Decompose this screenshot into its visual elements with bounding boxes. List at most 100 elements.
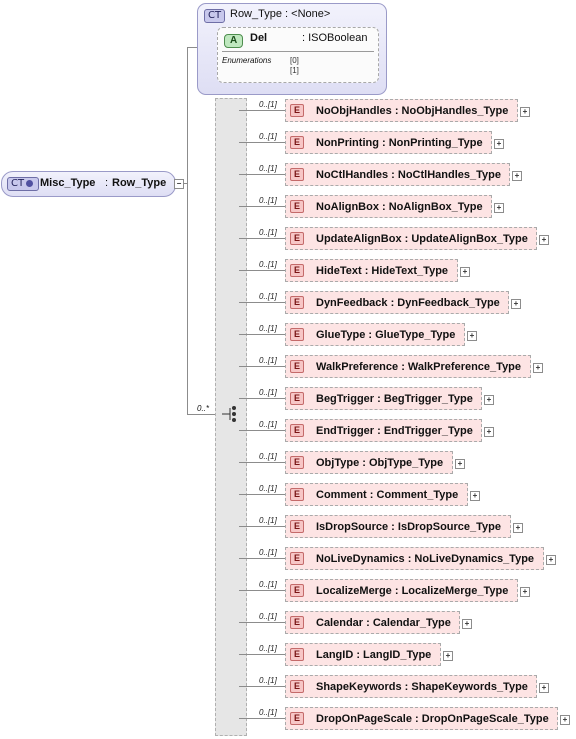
element-connector xyxy=(239,174,285,175)
misc-type-box[interactable]: CT Misc_Type : Row_Type xyxy=(1,171,176,197)
enumeration-value: [0] xyxy=(290,56,299,65)
element-calendar[interactable]: E Calendar : Calendar_Type xyxy=(285,611,460,634)
element-badge: E xyxy=(290,456,304,469)
element-label: Comment : Comment_Type xyxy=(316,489,459,501)
element-cardinality: 0..[1] xyxy=(259,260,277,269)
misc-type-base: Row_Type xyxy=(112,177,167,189)
element-connector xyxy=(239,270,285,271)
element-label: EndTrigger : EndTrigger_Type xyxy=(316,425,473,437)
element-badge: E xyxy=(290,616,304,629)
element-badge: E xyxy=(290,232,304,245)
expand-icon[interactable]: + xyxy=(512,171,522,181)
enumeration-value: [1] xyxy=(290,66,299,75)
enumerations-label: Enumerations xyxy=(222,56,272,65)
misc-type-name: Misc_Type xyxy=(40,177,96,189)
expand-icon[interactable]: + xyxy=(511,299,521,309)
expand-icon[interactable]: + xyxy=(455,459,465,469)
element-noctlhandles[interactable]: E NoCtlHandles : NoCtlHandles_Type xyxy=(285,163,510,186)
expand-icon[interactable]: + xyxy=(494,203,504,213)
element-updatealignbox[interactable]: E UpdateAlignBox : UpdateAlignBox_Type xyxy=(285,227,537,250)
element-badge: E xyxy=(290,424,304,437)
element-cardinality: 0..[1] xyxy=(259,164,277,173)
element-cardinality: 0..[1] xyxy=(259,612,277,621)
expand-icon[interactable]: + xyxy=(484,395,494,405)
type-extension-icon xyxy=(26,180,33,187)
element-label: NoCtlHandles : NoCtlHandles_Type xyxy=(316,169,501,181)
element-label: NonPrinting : NonPrinting_Type xyxy=(316,137,483,149)
expand-icon[interactable]: + xyxy=(467,331,477,341)
expand-icon[interactable]: + xyxy=(484,427,494,437)
element-badge: E xyxy=(290,264,304,277)
connector-line xyxy=(182,183,188,184)
element-label: Calendar : Calendar_Type xyxy=(316,617,451,629)
element-connector xyxy=(239,110,285,111)
expand-icon[interactable]: + xyxy=(462,619,472,629)
row-type-label: Row_Type : <None> xyxy=(230,8,331,20)
element-label: LangID : LangID_Type xyxy=(316,649,432,661)
element-badge: E xyxy=(290,360,304,373)
complex-type-badge: CT xyxy=(7,177,40,191)
element-badge: E xyxy=(290,552,304,565)
element-walkpreference[interactable]: E WalkPreference : WalkPreference_Type xyxy=(285,355,531,378)
element-badge: E xyxy=(290,328,304,341)
element-cardinality: 0..[1] xyxy=(259,708,277,717)
element-cardinality: 0..[1] xyxy=(259,356,277,365)
element-label: LocalizeMerge : LocalizeMerge_Type xyxy=(316,585,509,597)
expand-icon[interactable]: + xyxy=(533,363,543,373)
element-cardinality: 0..[1] xyxy=(259,484,277,493)
connector-line xyxy=(187,47,197,48)
misc-type-sep: : xyxy=(105,177,109,189)
element-cardinality: 0..[1] xyxy=(259,324,277,333)
element-connector xyxy=(239,558,285,559)
expand-icon[interactable]: + xyxy=(520,107,530,117)
sequence-icon[interactable] xyxy=(221,405,239,423)
element-cardinality: 0..[1] xyxy=(259,644,277,653)
expand-icon[interactable]: + xyxy=(546,555,556,565)
element-connector xyxy=(239,494,285,495)
connector-line xyxy=(187,47,188,415)
expand-icon[interactable]: + xyxy=(539,235,549,245)
attribute-box[interactable]: A Del : ISOBoolean Enumerations [0] [1] xyxy=(217,27,379,83)
expand-icon[interactable]: + xyxy=(460,267,470,277)
element-objtype[interactable]: E ObjType : ObjType_Type xyxy=(285,451,453,474)
collapse-toggle[interactable]: − xyxy=(174,179,184,189)
element-cardinality: 0..[1] xyxy=(259,676,277,685)
element-badge: E xyxy=(290,648,304,661)
element-badge: E xyxy=(290,392,304,405)
element-badge: E xyxy=(290,168,304,181)
connector-line xyxy=(187,414,215,415)
element-label: UpdateAlignBox : UpdateAlignBox_Type xyxy=(316,233,528,245)
element-cardinality: 0..[1] xyxy=(259,196,277,205)
expand-icon[interactable]: + xyxy=(520,587,530,597)
expand-icon[interactable]: + xyxy=(443,651,453,661)
element-label: ObjType : ObjType_Type xyxy=(316,457,444,469)
complex-type-badge: CT xyxy=(204,9,226,23)
element-endtrigger[interactable]: E EndTrigger : EndTrigger_Type xyxy=(285,419,482,442)
expand-icon[interactable]: + xyxy=(470,491,480,501)
element-connector xyxy=(239,654,285,655)
expand-icon[interactable]: + xyxy=(513,523,523,533)
expand-icon[interactable]: + xyxy=(539,683,549,693)
element-connector xyxy=(239,238,285,239)
element-connector xyxy=(239,462,285,463)
element-langid[interactable]: E LangID : LangID_Type xyxy=(285,643,441,666)
expand-icon[interactable]: + xyxy=(494,139,504,149)
expand-icon[interactable]: + xyxy=(560,715,570,725)
element-badge: E xyxy=(290,200,304,213)
element-cardinality: 0..[1] xyxy=(259,452,277,461)
element-label: WalkPreference : WalkPreference_Type xyxy=(316,361,522,373)
element-connector xyxy=(239,718,285,719)
